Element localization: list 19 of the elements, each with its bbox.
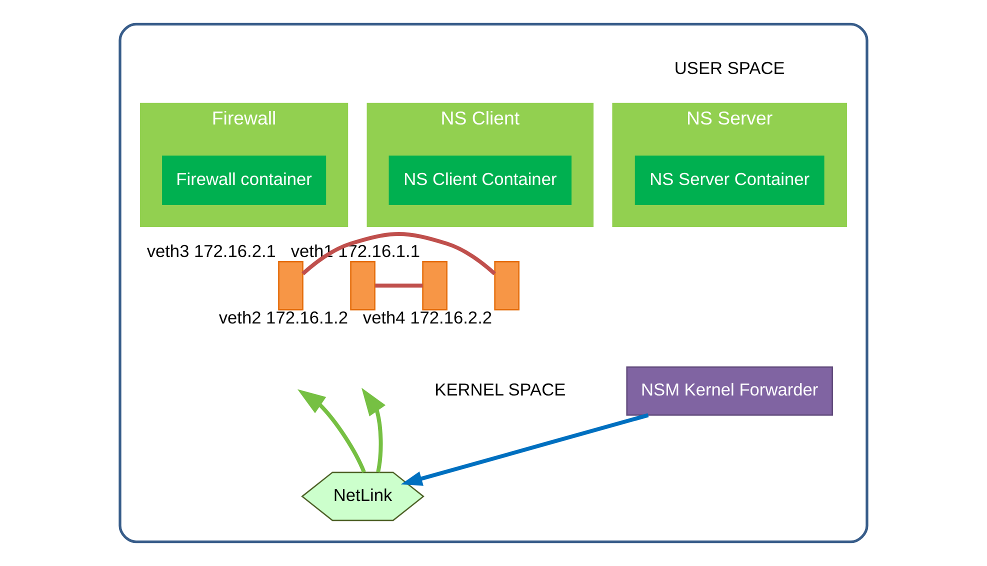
arrow	[362, 388, 386, 472]
connector	[302, 232, 496, 276]
node-box: NSM Kernel Forwarder	[626, 366, 833, 416]
node-box	[494, 261, 520, 310]
node-label: veth2 172.16.1.2	[218, 308, 348, 328]
node-box: Firewall container	[162, 156, 326, 205]
connector	[375, 284, 423, 288]
node-box	[350, 261, 376, 310]
node-label: veth4 172.16.2.2	[362, 308, 492, 328]
label: KERNEL SPACE	[434, 380, 566, 400]
cluster	[118, 22, 868, 544]
node-box	[278, 261, 304, 310]
node-box	[422, 261, 448, 310]
arrow	[400, 413, 649, 486]
arrow	[297, 389, 366, 473]
label: USER SPACE	[674, 58, 785, 78]
node-label: veth3 172.16.2.1	[146, 240, 276, 261]
node-box: NS Client Container	[388, 156, 572, 205]
node-box: NS Server Container	[634, 156, 824, 205]
